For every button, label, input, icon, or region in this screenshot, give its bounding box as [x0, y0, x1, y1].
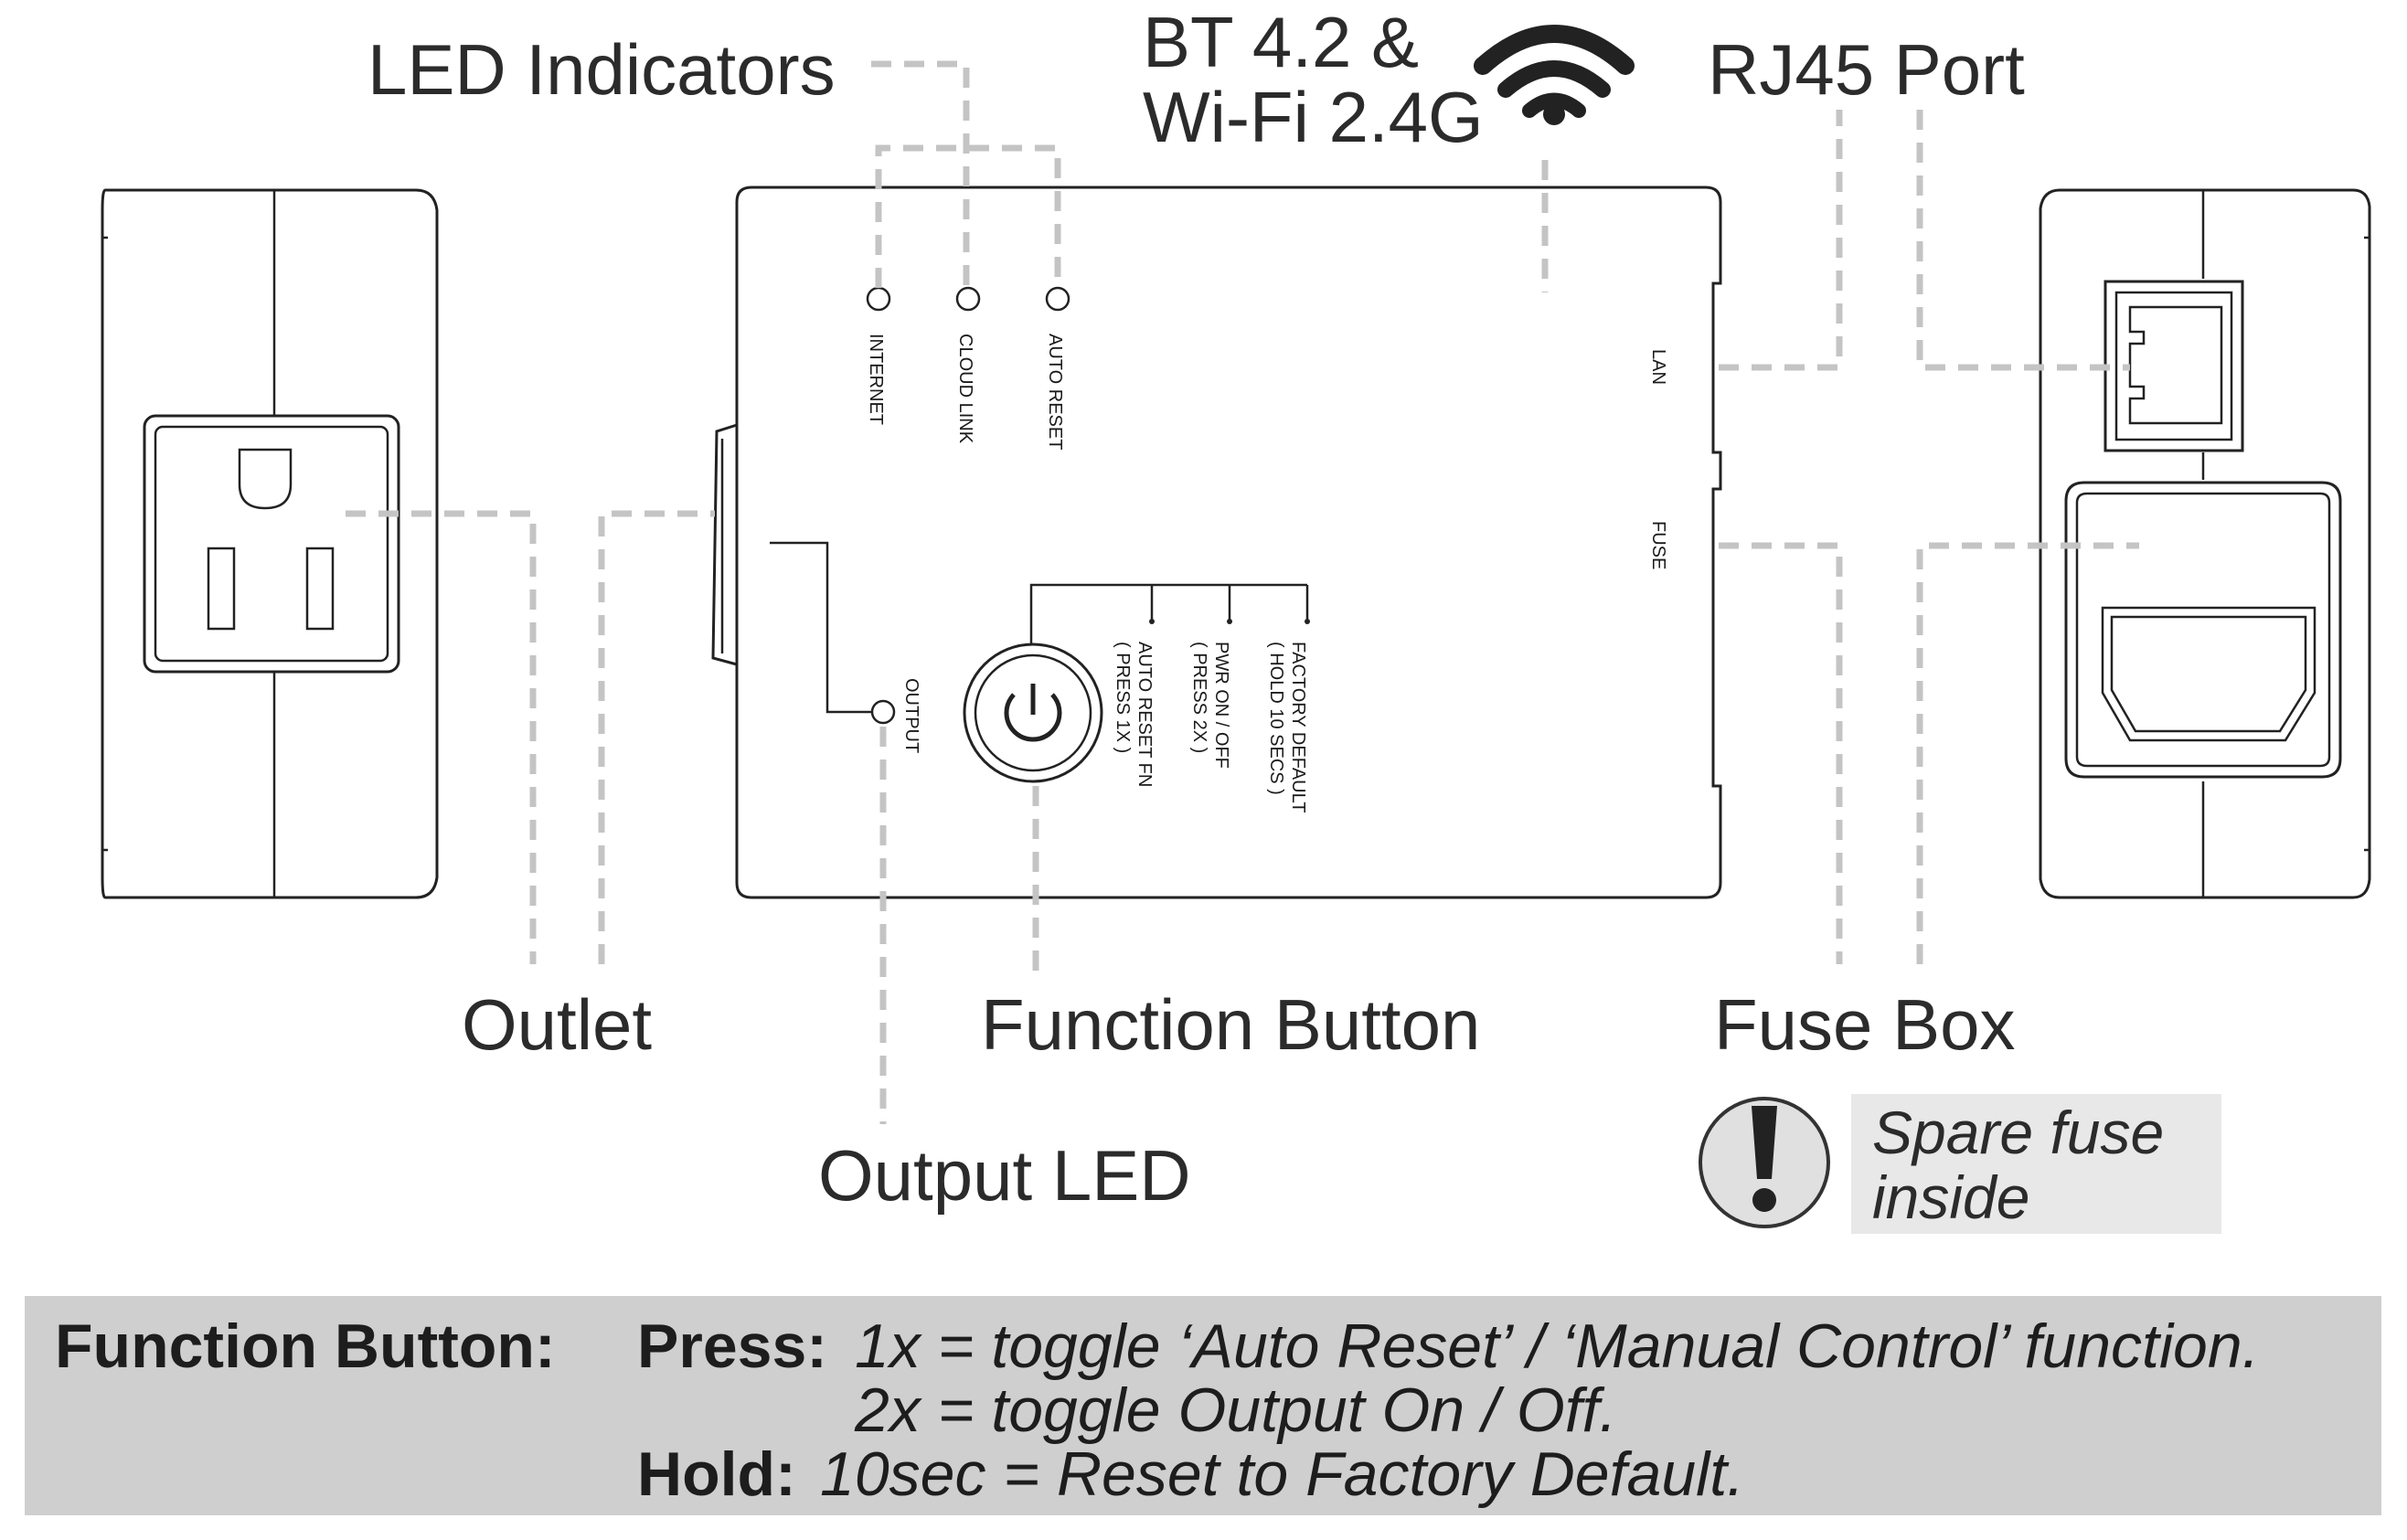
fuse-box-callout: Fuse Box — [1714, 984, 2015, 1065]
auto-reset-label: AUTO RESET — [1045, 334, 1065, 450]
outlet-slot-right — [305, 547, 335, 631]
ground-hole-icon — [238, 448, 293, 510]
outlet-slot-left — [207, 547, 236, 631]
wifi-icon — [1474, 25, 1635, 125]
outlet-side-view — [101, 188, 439, 899]
side-bump — [711, 422, 739, 666]
press-label: Press: — [637, 1312, 827, 1381]
leader-lines — [346, 60, 2139, 1124]
hold-label: Hold: — [637, 1439, 796, 1509]
instructions-heading: Function Button: — [55, 1312, 556, 1381]
bt-callout-line1: BT 4.2 & — [1143, 2, 1419, 82]
press-1x-text: 1x = toggle ‘Auto Reset’ / ‘Manual Contr… — [855, 1312, 2260, 1381]
port-side-view — [2039, 188, 2371, 899]
lan-label: LAN — [1648, 349, 1668, 385]
cloud-link-label: CLOUD LINK — [955, 334, 975, 444]
note-line2: inside — [1872, 1163, 2029, 1231]
note-line1: Spare fuse — [1872, 1099, 2164, 1166]
pwr-label: PWR ON / OFF — [1211, 642, 1231, 769]
function-button-callout: Function Button — [981, 984, 1480, 1065]
fuse-label: FUSE — [1648, 521, 1668, 569]
press-2x-text: 2x = toggle Output On / Off. — [855, 1375, 1617, 1445]
spare-fuse-note: Spare fuse inside — [1699, 1094, 2221, 1234]
rj45-port-callout: RJ45 Port — [1708, 29, 2025, 110]
led-indicators-callout: LED Indicators — [367, 29, 836, 110]
cloud-link-led — [955, 286, 981, 312]
output-label: OUTPUT — [901, 678, 921, 753]
auto-reset-fn-label: AUTO RESET FN — [1134, 642, 1155, 787]
auto-reset-fn-sublabel: ( PRESS 1X ) — [1113, 642, 1133, 753]
factory-default-sublabel: ( HOLD 10 SECS ) — [1266, 642, 1286, 795]
device-front-view: INTERNET CLOUD LINK AUTO RESET OUTPUT FA… — [711, 186, 1722, 899]
power-icon — [1004, 693, 1062, 742]
fuse-box — [2064, 481, 2342, 779]
outlet-callout: Outlet — [462, 984, 652, 1065]
instruction-bar: Function Button: Press: 1x = toggle ‘Aut… — [25, 1296, 2381, 1515]
function-button[interactable] — [963, 643, 1103, 783]
auto-reset-led — [1045, 286, 1070, 312]
hold-text: 10sec = Reset to Factory Default. — [820, 1439, 1745, 1509]
bt-callout-line2: Wi-Fi 2.4G — [1143, 77, 1484, 157]
rj45-port — [2103, 280, 2244, 452]
factory-default-label: FACTORY DEFAULT — [1288, 642, 1308, 812]
internet-label: INTERNET — [866, 334, 886, 425]
output-led-callout: Output LED — [818, 1135, 1191, 1216]
pwr-sublabel: ( PRESS 2X ) — [1189, 642, 1209, 753]
